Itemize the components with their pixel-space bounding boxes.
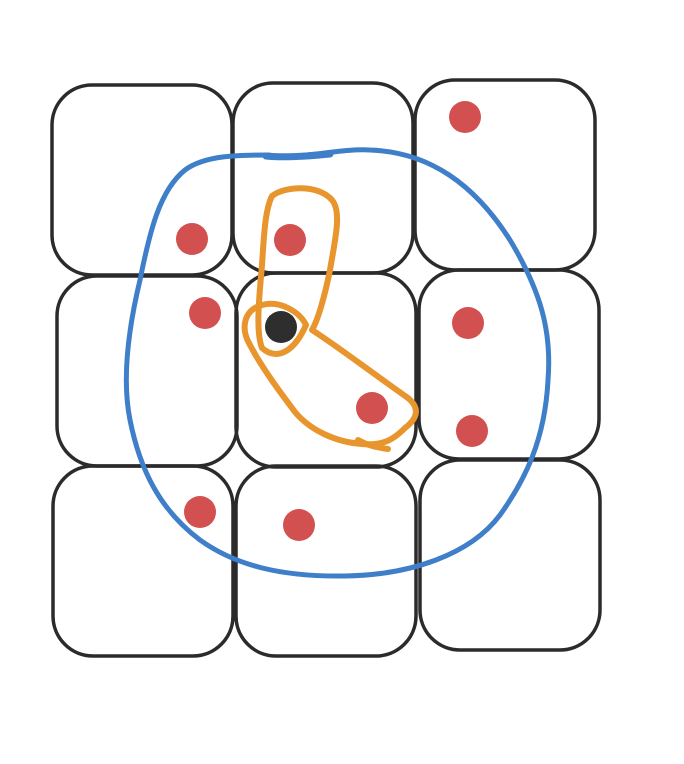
data-point (356, 392, 388, 424)
data-point (176, 223, 208, 255)
data-point (274, 224, 306, 256)
inner-region-tail (355, 437, 391, 452)
data-point (452, 307, 484, 339)
data-point (456, 415, 488, 447)
data-point (449, 101, 481, 133)
data-points (176, 101, 488, 541)
grid-cell-2-2 (418, 458, 602, 652)
inner-region (241, 185, 419, 448)
data-point (283, 509, 315, 541)
outer-region-stroke-overlap (262, 150, 334, 161)
data-point (189, 297, 221, 329)
outer-region (123, 147, 552, 579)
query-point (265, 311, 297, 343)
data-point (184, 496, 216, 528)
